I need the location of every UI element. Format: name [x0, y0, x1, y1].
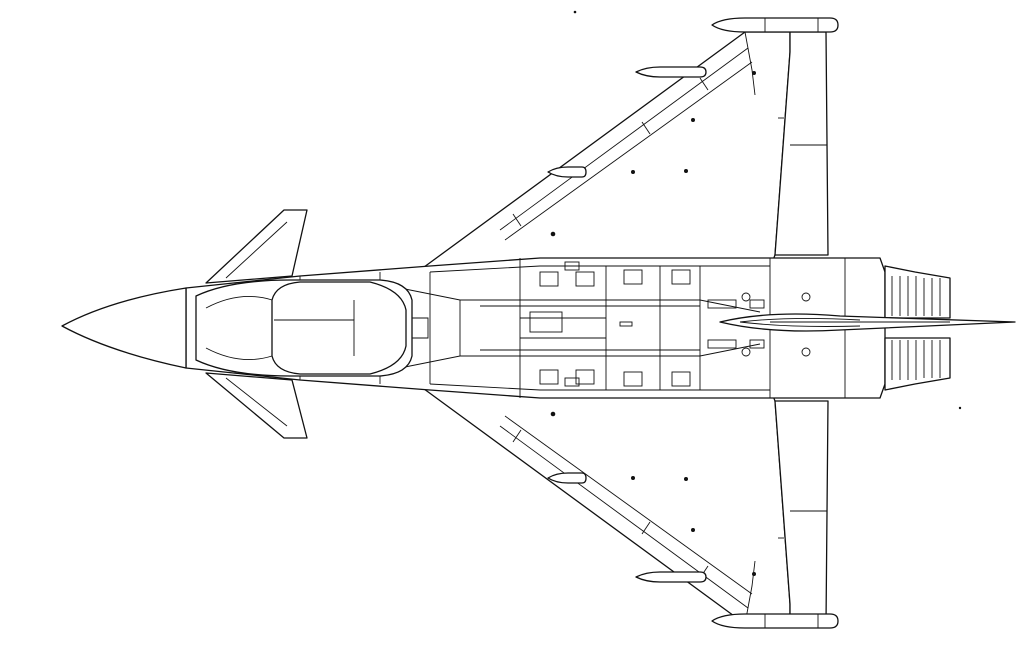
upper-inner-pylon-store — [547, 166, 587, 178]
lower-inner-pylon-store — [547, 472, 587, 484]
upper-canard — [205, 209, 308, 284]
lower-engine-nozzle — [884, 337, 951, 391]
lower-canard — [205, 372, 308, 439]
lower-outer-pylon-store — [635, 571, 707, 583]
nose-cone — [61, 287, 187, 369]
upper-wing-markings — [550, 10, 756, 237]
fuselage-panels — [529, 261, 811, 387]
upper-engine-nozzle — [884, 265, 951, 319]
upper-main-wing — [419, 31, 826, 271]
lower-main-wing — [419, 385, 826, 625]
upper-outer-pylon-store — [635, 66, 707, 78]
lower-wing-markings — [550, 406, 962, 576]
lower-wingtip-pod — [711, 613, 839, 629]
cockpit-canopy — [195, 279, 429, 377]
tail-fin — [719, 313, 1016, 332]
upper-wingtip-pod — [711, 17, 839, 33]
